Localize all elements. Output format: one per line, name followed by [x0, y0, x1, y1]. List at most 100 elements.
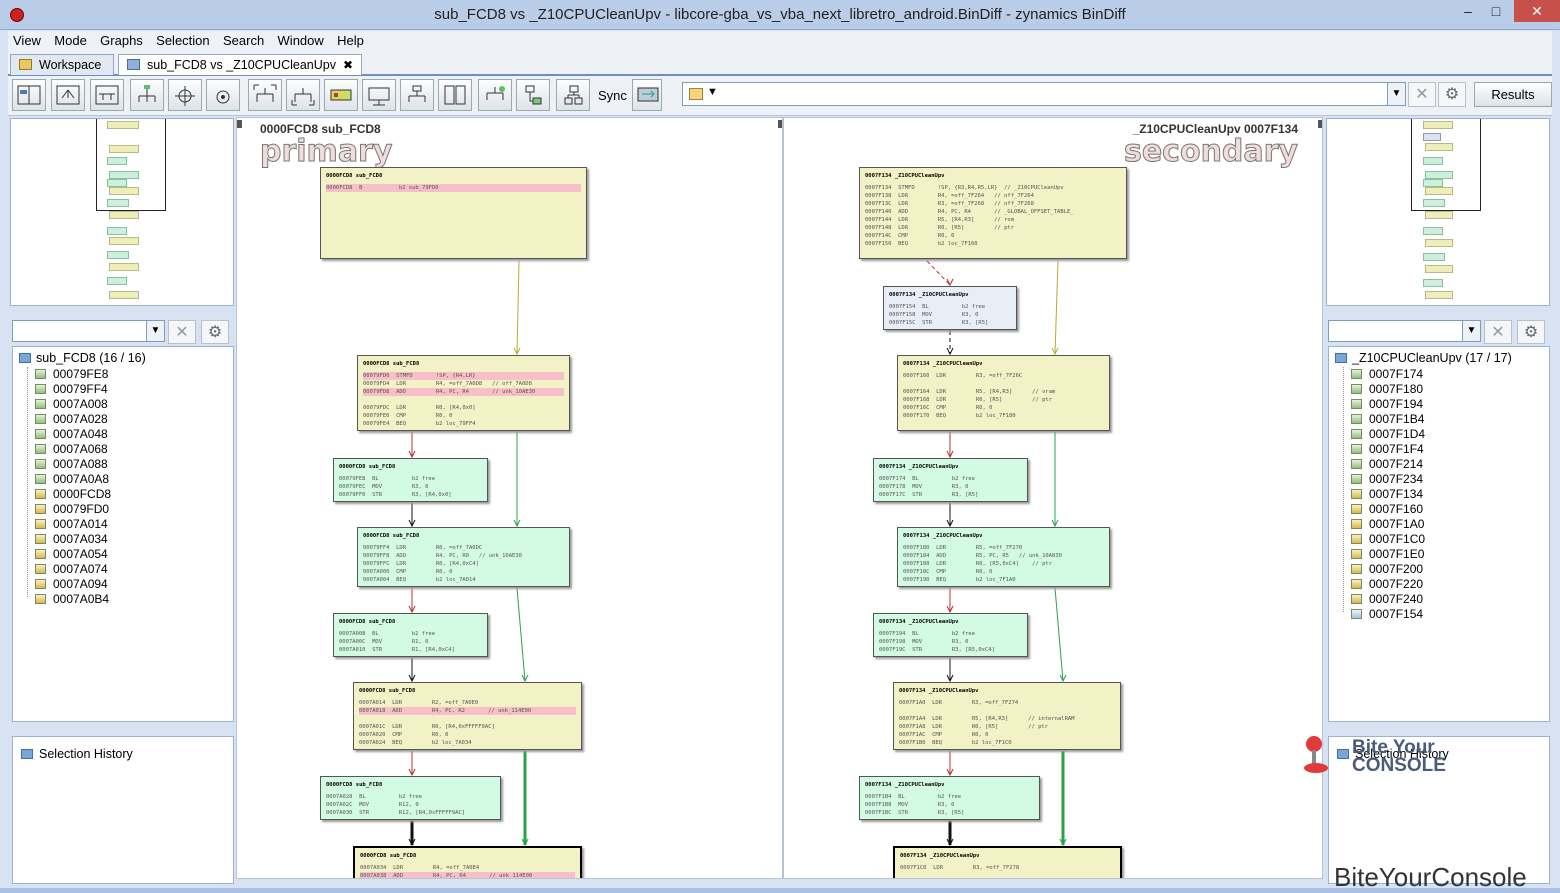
tree-item[interactable]: 0007A034	[35, 532, 108, 547]
left-tree-search-arrow[interactable]: ▼	[146, 321, 164, 341]
tree-item[interactable]: 0007F234	[1351, 472, 1423, 487]
tree-item[interactable]: 0007A048	[35, 427, 108, 442]
instruction-row[interactable]: 00079FD8 ADD R4, PC, R4 // unk_10AE30	[363, 388, 564, 396]
right-splitter-top[interactable]	[1326, 308, 1550, 314]
instruction-row[interactable]: 0007F184 ADD R5, PC, R5 // unk_10A830	[903, 553, 1062, 559]
tree-item[interactable]: 0007A074	[35, 562, 108, 577]
tree-item[interactable]: 0007F154	[1351, 607, 1423, 622]
instruction-row[interactable]: 0007F1A4 LDR R5, [R4,R3] // internalRAM	[899, 716, 1075, 722]
left-tree-root[interactable]: sub_FCD8 (16 / 16)	[19, 351, 146, 365]
close-button[interactable]: ✕	[1514, 0, 1560, 22]
left-settings-button[interactable]: ⚙	[201, 320, 229, 344]
instruction-row[interactable]: 0007F1A8 LDR R0, [R5] // ptr	[899, 724, 1049, 730]
clear-search-button[interactable]: ✕	[1408, 82, 1436, 107]
overview-viewport[interactable]	[96, 119, 166, 211]
instruction-row[interactable]: 0007F168 LDR R0, [R5] // ptr	[903, 397, 1053, 403]
instruction-row[interactable]: 0007A008 BL b2 free	[339, 631, 436, 637]
tree-item[interactable]: 0007F194	[1351, 397, 1423, 412]
right-settings-button[interactable]: ⚙	[1517, 320, 1545, 344]
tree-item[interactable]: 0007A028	[35, 412, 108, 427]
instruction-row[interactable]: 0007A018 ADD R4, PC, R2 // unk_114E00	[359, 707, 576, 715]
tree-item[interactable]: 0007F1A0	[1351, 517, 1424, 532]
select-unmatched-button[interactable]	[516, 79, 550, 111]
tab-diff[interactable]: sub_FCD8 vs _Z10CPUCleanUpv ✖	[118, 54, 362, 75]
tree-item[interactable]: 00079FD0	[35, 502, 109, 517]
menu-view[interactable]: View	[13, 33, 41, 48]
instruction-row[interactable]: 0007A030 STR R12, [R4,0xFFFFF9AC]	[326, 810, 466, 816]
menu-selection[interactable]: Selection	[156, 33, 210, 48]
tree-item[interactable]: 0007A054	[35, 547, 108, 562]
instruction-row[interactable]: 0007A028 BL b2 free	[326, 794, 423, 800]
instruction-row[interactable]: 0007F148 LDR R0, [R5] // ptr	[865, 225, 1015, 231]
instruction-row[interactable]: 0007F180 LDR R5, =off_7F270	[903, 545, 1023, 551]
overview-viewport[interactable]	[1411, 119, 1481, 211]
tree-item[interactable]: 0007A0B4	[35, 592, 109, 607]
tree-item[interactable]: 0007F174	[1351, 367, 1423, 382]
menu-mode[interactable]: Mode	[54, 33, 87, 48]
instruction-row[interactable]: 0007A020 CMP R0, 0	[359, 732, 449, 738]
tree-item[interactable]: 00079FE8	[35, 367, 108, 382]
instruction-row[interactable]: 00079FF4 LDR R0, =off_7A0DC	[363, 545, 483, 551]
left-clear-button[interactable]: ✕	[168, 320, 196, 344]
instruction-row[interactable]: 0007A02C MOV R12, 0	[326, 802, 419, 808]
instruction-row[interactable]: 00079FDC LDR R0, [R4,0x0]	[363, 405, 476, 411]
instruction-row[interactable]: 0007F160 LDR R3, =off_7F26C	[903, 373, 1023, 379]
instruction-row[interactable]: 0007F144 LDR R5, [R4,R3] // rom	[865, 217, 1015, 223]
search-dropdown-arrow[interactable]: ▼	[1387, 83, 1405, 105]
instruction-row[interactable]: 00079FD0 STMFD !SP, {R4,LR}	[363, 372, 564, 380]
instruction-row[interactable]: 00079FEC MOV R3, 0	[339, 484, 429, 490]
instruction-row[interactable]: 0007A024 BEQ b2 loc_7A034	[359, 740, 472, 746]
instruction-row[interactable]: 0007F19C STR R3, [R5,0xC4]	[879, 647, 995, 653]
filter-dropdown-icon[interactable]: ▼	[707, 86, 718, 98]
zoom-selection-button[interactable]	[286, 79, 320, 111]
instruction-row[interactable]: 00079FE8 BL b2 free	[339, 476, 436, 482]
right-tree-search[interactable]: ▼	[1328, 320, 1481, 342]
instruction-row[interactable]	[359, 715, 576, 723]
instruction-row[interactable]: 0007F15C STR R3, [R5]	[889, 320, 989, 326]
instruction-row[interactable]: 0007F1B0 BEQ b2 loc_7F1C0	[899, 740, 1012, 746]
instruction-row[interactable]: 00079FFC LDR R0, [R4,0xC4]	[363, 561, 479, 567]
dual-view-button[interactable]	[438, 79, 472, 111]
instruction-row[interactable]: 0007F194 BL b2 free	[879, 631, 976, 637]
zoom-fit-button[interactable]	[248, 79, 282, 111]
instruction-row[interactable]: 0007F1BC STR R3, [R5]	[865, 810, 965, 816]
tree-item[interactable]: 0007F1C0	[1351, 532, 1425, 547]
tree-item[interactable]: 0007F220	[1351, 577, 1423, 592]
tree-item[interactable]: 0007A008	[35, 397, 108, 412]
tree-item[interactable]: 00079FF4	[35, 382, 108, 397]
instruction-row[interactable]: 00079FF0 STR R3, [R4,0x0]	[339, 492, 452, 498]
instruction-row[interactable]: 0007F170 BEQ b2 loc_7F180	[903, 413, 1016, 419]
menu-graphs[interactable]: Graphs	[100, 33, 143, 48]
instruction-row[interactable]: 0007A000 CMP R0, 0	[363, 569, 453, 575]
instruction-row[interactable]: 0007A00C MOV R1, 0	[339, 639, 429, 645]
tree-item[interactable]: 0007F1E0	[1351, 547, 1424, 562]
right-clear-button[interactable]: ✕	[1484, 320, 1512, 344]
instruction-row[interactable]	[899, 707, 1115, 715]
left-splitter-bottom[interactable]	[10, 726, 234, 732]
instruction-row[interactable]: 0007F190 BEQ b2 loc_7F1A0	[903, 577, 1016, 583]
instruction-row[interactable]	[903, 380, 1104, 388]
tree-item[interactable]: 0007A0A8	[35, 472, 109, 487]
menu-search[interactable]: Search	[222, 33, 265, 48]
instruction-row[interactable]: 0007F158 MOV R3, 0	[889, 312, 979, 318]
lock-selection-button[interactable]	[556, 79, 590, 111]
sync-button[interactable]	[632, 79, 662, 111]
maximize-button[interactable]: □	[1491, 3, 1501, 19]
search-settings-button[interactable]: ⚙	[1438, 82, 1466, 107]
proximity-browsing-button[interactable]	[324, 79, 358, 111]
toggle-view-button[interactable]	[12, 79, 46, 111]
instruction-row[interactable]: 0007A014 LDR R2, =off_7A0E0	[359, 700, 479, 706]
instruction-row[interactable]: 0007A038 ADD R4, PC, R4 // unk_114E00	[360, 872, 575, 878]
center-selection-button[interactable]	[206, 79, 240, 111]
tab-workspace[interactable]: Workspace	[10, 54, 114, 75]
